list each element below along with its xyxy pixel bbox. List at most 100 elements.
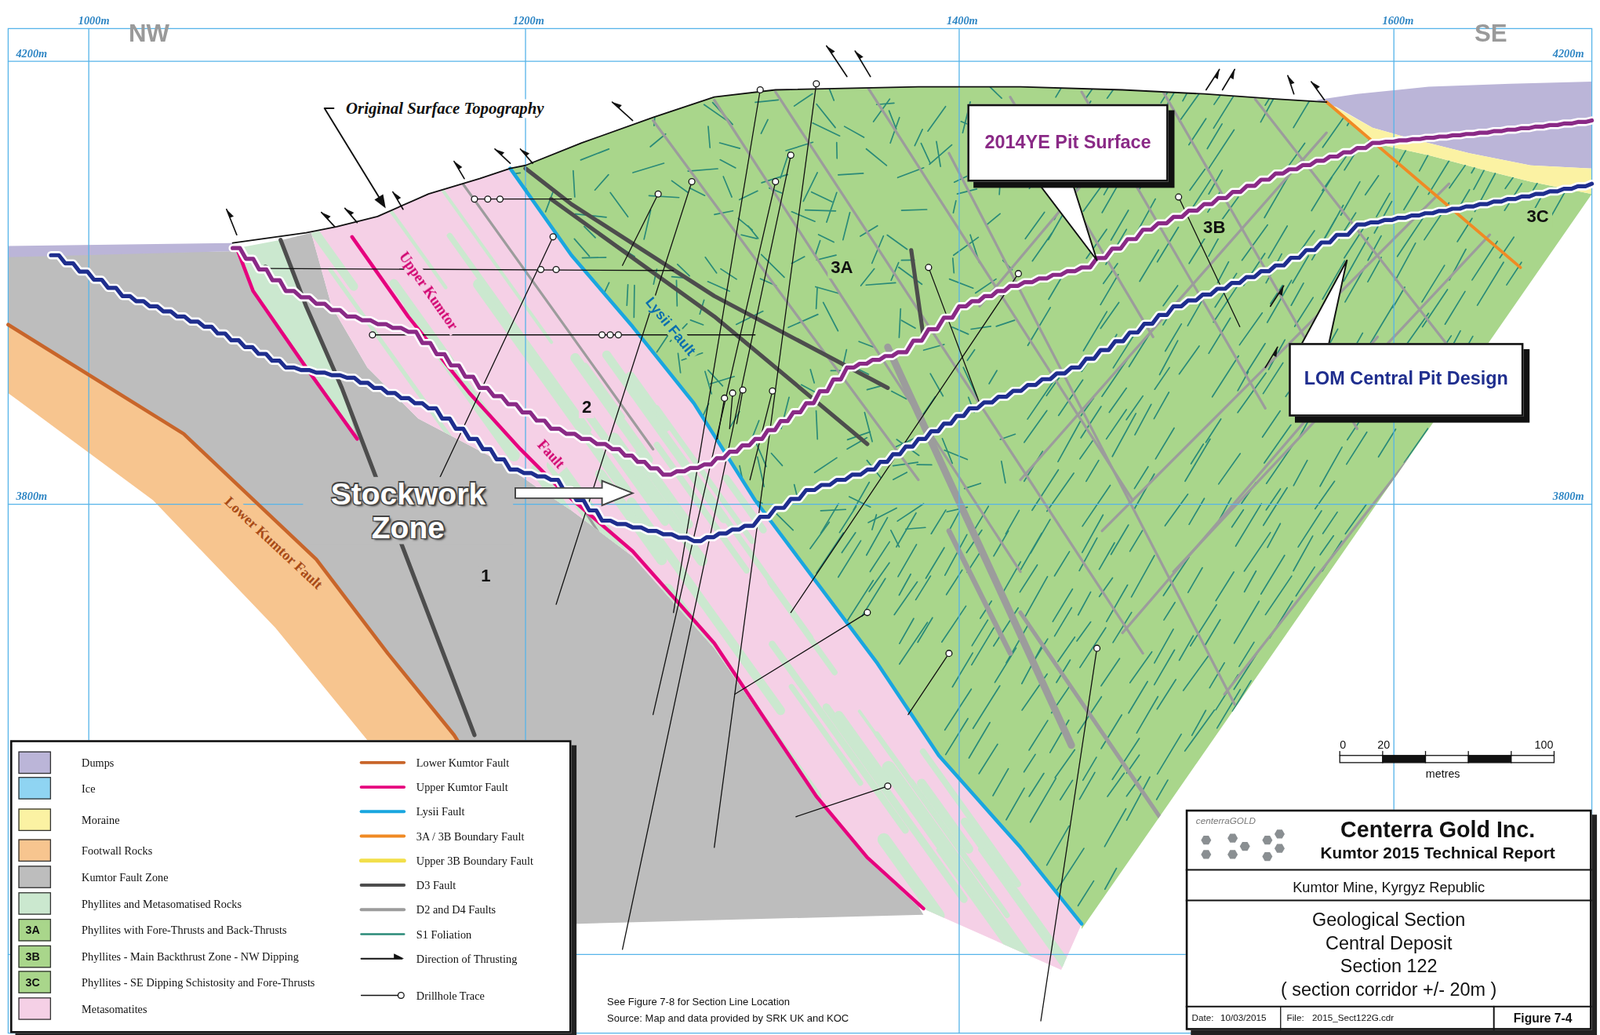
- sample-marker: [538, 266, 545, 273]
- foliation-trace: [1345, 504, 1366, 534]
- foliation-trace: [978, 743, 998, 774]
- foliation-trace: [1179, 93, 1200, 122]
- foliation-trace: [1212, 356, 1240, 397]
- scale-segment: [1382, 755, 1426, 763]
- logo-hexagon: [1227, 849, 1238, 859]
- pit-surface-2014: [232, 120, 1593, 475]
- legend-line-sample: [356, 948, 408, 969]
- foliation-trace: [841, 532, 855, 553]
- thrust-head: [612, 101, 622, 109]
- legend-label: Direction of Thrusting: [416, 952, 518, 965]
- zone-number: 1: [477, 567, 494, 586]
- collar-marker: [1175, 193, 1182, 200]
- foliation-trace: [816, 104, 836, 128]
- foliation-trace: [1189, 169, 1205, 191]
- foliation-trace: [1533, 159, 1553, 190]
- title-block-text: centerraGOLD: [1196, 816, 1256, 827]
- foliation-trace: [1207, 129, 1235, 170]
- foliation-trace: [865, 282, 896, 285]
- foliation-trace: [580, 149, 609, 160]
- foliation-trace: [756, 443, 767, 467]
- thrust-head: [494, 149, 505, 156]
- legend-label: Moraine: [81, 813, 120, 826]
- foliation-trace: [723, 176, 732, 197]
- foliation-trace: [945, 718, 968, 755]
- thrust-head: [826, 46, 836, 55]
- d3-fault: [525, 168, 888, 389]
- swatch-code: 3A: [25, 923, 40, 936]
- grid-label: 3800m: [15, 489, 48, 502]
- scale-tick: [1381, 751, 1383, 756]
- foliation-trace: [1320, 447, 1342, 487]
- foliation-trace: [1234, 600, 1260, 644]
- title-block-text: ( section corridor +/- 20m ): [1280, 979, 1497, 1000]
- foliation-trace: [573, 170, 575, 197]
- foliation-trace: [791, 211, 815, 222]
- foliation-trace: [810, 369, 815, 383]
- collar-marker: [756, 87, 764, 94]
- foliation-trace: [1232, 680, 1251, 711]
- thrust-head: [1311, 81, 1320, 89]
- drillhole-trace: [622, 155, 792, 950]
- thrust-head: [1229, 69, 1235, 80]
- foliation-trace: [1235, 503, 1262, 546]
- foliation-trace: [1320, 535, 1334, 555]
- foliation-trace: [1006, 787, 1025, 819]
- foliation-trace: [844, 126, 865, 138]
- upper-kumtor-fault: [236, 247, 358, 439]
- foliation-trace: [1130, 555, 1154, 597]
- fault-sample: [361, 834, 405, 838]
- foliation-trace: [1086, 60, 1113, 99]
- legend-label: Footwall Rocks: [81, 843, 153, 857]
- foliation-trace: [901, 209, 927, 211]
- thrust-head: [454, 161, 462, 170]
- drillhole-trace: [796, 785, 888, 817]
- foliation-trace: [1343, 237, 1368, 282]
- thrust-head: [345, 207, 355, 215]
- foliation-trace: [690, 320, 703, 325]
- foliation-trace: [1079, 538, 1098, 571]
- legend-label: Drillhole Trace: [416, 989, 485, 1002]
- foliation-trace: [968, 722, 990, 758]
- foliation-trace: [1024, 410, 1048, 442]
- grid-line: [958, 28, 960, 1033]
- d2-d4-fault: [1020, 612, 1174, 837]
- foliation-trace: [992, 768, 1009, 796]
- foliation-trace: [1471, 140, 1491, 173]
- foliation-trace: [818, 234, 834, 243]
- foliation-trace: [1029, 720, 1048, 750]
- scale-tick: [1425, 751, 1426, 756]
- foliation-trace: [1403, 428, 1428, 462]
- scale-tick: [1468, 751, 1470, 756]
- foliation-trace: [1055, 63, 1077, 98]
- foliation-trace: [1265, 488, 1280, 510]
- d3-faults: [280, 168, 924, 735]
- legend-line-sample: [356, 874, 408, 895]
- drillhole-trace: [729, 392, 733, 430]
- callout-tail: [1301, 260, 1348, 346]
- foliation-trace: [1101, 658, 1120, 686]
- foliation-trace: [1153, 392, 1169, 419]
- foliation-trace: [1058, 636, 1075, 662]
- foliation-trace: [1293, 460, 1308, 486]
- foliation-trace: [916, 463, 932, 466]
- foliation-trace: [897, 503, 924, 521]
- foliation-trace: [671, 180, 688, 193]
- foliation-trace: [1188, 567, 1203, 593]
- foliation-trace: [1100, 301, 1119, 328]
- title-block-text: Kumtor 2015 Technical Report: [1320, 843, 1556, 862]
- foliation-trace: [861, 578, 886, 616]
- zone-number: 3C: [1523, 207, 1553, 227]
- legend-label: Lower Kumtor Fault: [416, 756, 510, 769]
- legend-line-sample: [356, 898, 408, 920]
- foliation-trace: [898, 574, 911, 596]
- foliation-trace: [1098, 542, 1115, 570]
- foliation-trace: [1187, 300, 1202, 326]
- fault-sample: [361, 907, 405, 911]
- foliation-trace: [1029, 773, 1044, 797]
- title-rule: [1280, 1006, 1281, 1030]
- thrust-head: [1214, 69, 1219, 80]
- thrust-direction: [345, 207, 358, 222]
- foliation-trace: [1130, 651, 1153, 683]
